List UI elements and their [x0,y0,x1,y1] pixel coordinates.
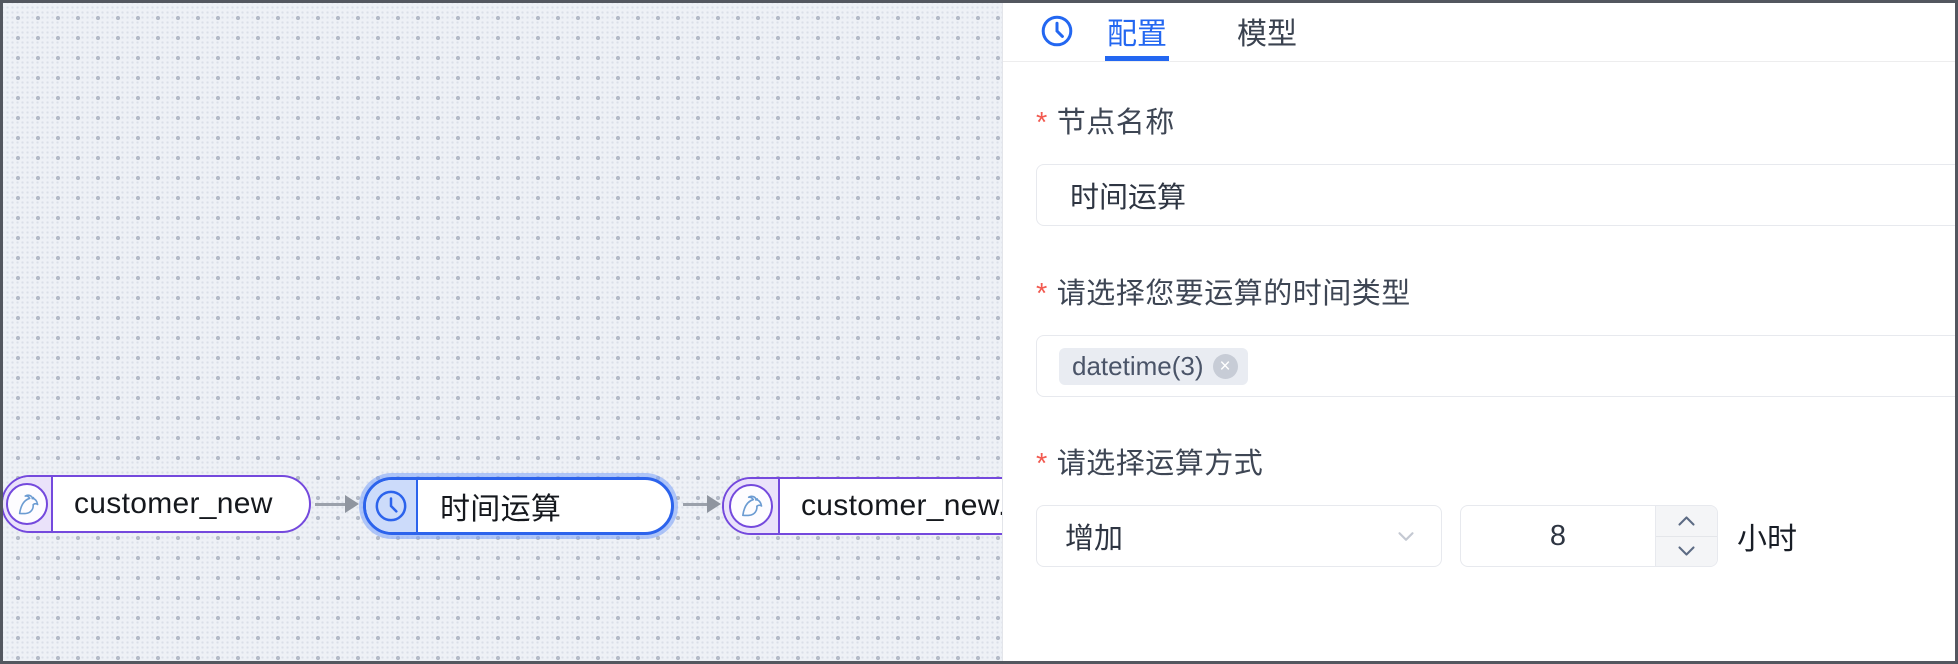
node-icon-section [724,479,780,533]
operation-label: * 请选择运算方式 [1036,440,1958,482]
label-text: 请选择运算方式 [1056,448,1264,480]
flow-canvas[interactable]: customer_new 时间运算 [0,0,1003,664]
chevron-down-icon [1393,523,1419,549]
node-label: customer_new [74,487,273,520]
stepper-up-icon[interactable] [1656,506,1717,537]
panel-body: * 节点名称 * 请选择您要运算的时间类型 datetime(3) × * 请选… [1003,99,1958,567]
required-marker: * [1036,106,1048,139]
panel-header: 配置 模型 [1003,0,1958,62]
method-value: 增加 [1065,523,1124,555]
unit-label: 小时 [1737,523,1797,556]
tag-remove-icon[interactable]: × [1212,353,1238,379]
node-customer-new-output[interactable]: customer_new. [722,477,1003,535]
node-name-field-wrap [1036,164,1958,226]
operation-row: 增加 [1036,505,1958,567]
stepper-down-icon[interactable] [1656,537,1717,567]
tag-text: datetime(3) [1072,350,1204,381]
mysql-dolphin-icon [6,483,48,525]
label-text: 请选择您要运算的时间类型 [1056,278,1411,310]
node-customer-new[interactable]: customer_new [1,475,311,533]
tab-config[interactable]: 配置 [1105,0,1169,61]
edge-arrow [315,494,359,514]
selected-tag: datetime(3) × [1059,347,1248,385]
node-label: customer_new. [801,489,1003,522]
node-name-label: * 节点名称 [1036,99,1958,141]
method-select[interactable]: 增加 [1036,505,1442,567]
node-icon-section [3,477,53,531]
time-type-label: * 请选择您要运算的时间类型 [1036,270,1958,312]
config-panel: 配置 模型 * 节点名称 * 请选择您要运算的时间类型 datetim [1003,0,1958,664]
node-icon-section [366,480,418,532]
mysql-dolphin-icon [729,484,773,528]
edge-arrow [683,494,721,514]
node-time-operation[interactable]: 时间运算 [363,477,674,535]
tab-model[interactable]: 模型 [1235,0,1299,61]
clock-icon [1039,13,1075,49]
time-type-select[interactable]: datetime(3) × [1036,335,1958,397]
node-label: 时间运算 [440,493,562,526]
tab-label: 配置 [1107,17,1167,51]
label-text: 节点名称 [1056,107,1175,139]
tab-label: 模型 [1237,17,1297,51]
amount-input[interactable] [1461,506,1655,566]
clock-icon [371,486,411,526]
required-marker: * [1036,277,1048,310]
amount-field [1460,505,1718,567]
amount-stepper [1655,506,1717,566]
node-name-input[interactable] [1037,165,1958,225]
required-marker: * [1036,447,1048,480]
